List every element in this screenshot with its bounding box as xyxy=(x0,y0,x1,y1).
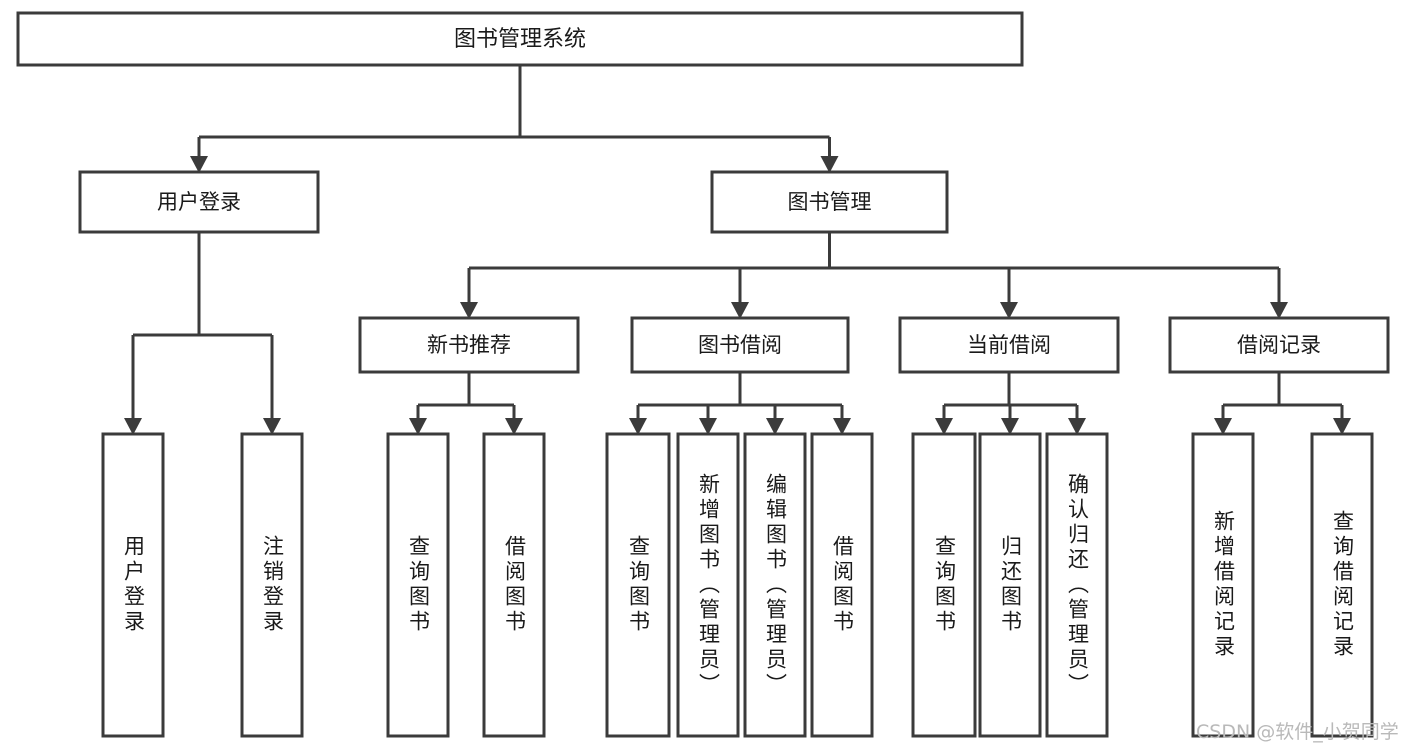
node-box-bookmgr[interactable] xyxy=(710,170,949,234)
arrow-head-icon xyxy=(1000,302,1018,319)
edge-group-borrow xyxy=(629,372,851,435)
node-label-recommend: 新书推荐 xyxy=(427,333,511,357)
arrow-head-icon xyxy=(1333,418,1351,435)
node-box-records[interactable] xyxy=(1168,316,1390,374)
arrow-head-icon xyxy=(505,418,523,435)
node-box-login[interactable] xyxy=(78,170,320,234)
arrow-head-icon xyxy=(833,418,851,435)
edge-group-bookmgr xyxy=(460,232,1288,319)
edge-layer xyxy=(124,65,1351,435)
arrow-head-icon xyxy=(460,302,478,319)
node-box-current[interactable] xyxy=(898,316,1120,374)
arrow-head-icon xyxy=(1001,418,1019,435)
node-label-bookmgr: 图书管理 xyxy=(788,190,872,214)
node-box-leaf-cur-confirm[interactable] xyxy=(1045,432,1109,738)
arrow-head-icon xyxy=(820,156,839,173)
node-box-borrow[interactable] xyxy=(630,316,850,374)
box-layer xyxy=(16,11,1390,738)
node-box-leaf-rcd-add[interactable] xyxy=(1191,432,1255,738)
arrow-head-icon xyxy=(629,418,647,435)
node-box-recommend[interactable] xyxy=(358,316,580,374)
node-label-borrow: 图书借阅 xyxy=(698,333,782,357)
arrow-head-icon xyxy=(1270,302,1288,319)
arrow-head-icon xyxy=(409,418,427,435)
edge-group-recommend xyxy=(409,372,523,435)
node-box-root[interactable] xyxy=(16,11,1024,67)
node-box-leaf-user-login[interactable] xyxy=(101,432,165,738)
node-box-leaf-bor-edit[interactable] xyxy=(743,432,807,738)
node-box-leaf-user-logout[interactable] xyxy=(240,432,304,738)
edge-group-root xyxy=(190,65,839,173)
node-label-records: 借阅记录 xyxy=(1237,333,1321,357)
arrow-head-icon xyxy=(731,302,749,319)
arrow-head-icon xyxy=(124,418,142,435)
arrow-head-icon xyxy=(190,156,208,173)
node-box-leaf-rcd-query[interactable] xyxy=(1310,432,1374,738)
arrow-head-icon xyxy=(935,418,953,435)
node-label-login: 用户登录 xyxy=(157,190,241,214)
node-box-leaf-rec-borrow[interactable] xyxy=(482,432,546,738)
node-box-leaf-bor-query[interactable] xyxy=(605,432,671,738)
arrow-head-icon xyxy=(766,418,784,435)
watermark-text: CSDN @软件_小贺同学 xyxy=(1196,721,1399,743)
edge-group-current xyxy=(935,372,1086,435)
node-box-leaf-bor-add[interactable] xyxy=(676,432,740,738)
node-label-root: 图书管理系统 xyxy=(454,27,586,52)
node-box-leaf-cur-query[interactable] xyxy=(911,432,977,738)
edge-group-login xyxy=(124,232,281,435)
node-box-leaf-bor-borrow[interactable] xyxy=(810,432,874,738)
arrow-head-icon xyxy=(263,418,281,435)
arrow-head-icon xyxy=(699,418,717,435)
arrow-head-icon xyxy=(1068,418,1086,435)
node-label-current: 当前借阅 xyxy=(967,333,1051,357)
node-box-leaf-rec-query[interactable] xyxy=(386,432,450,738)
edge-group-records xyxy=(1214,372,1351,435)
node-box-leaf-cur-return[interactable] xyxy=(978,432,1042,738)
arrow-head-icon xyxy=(1214,418,1232,435)
